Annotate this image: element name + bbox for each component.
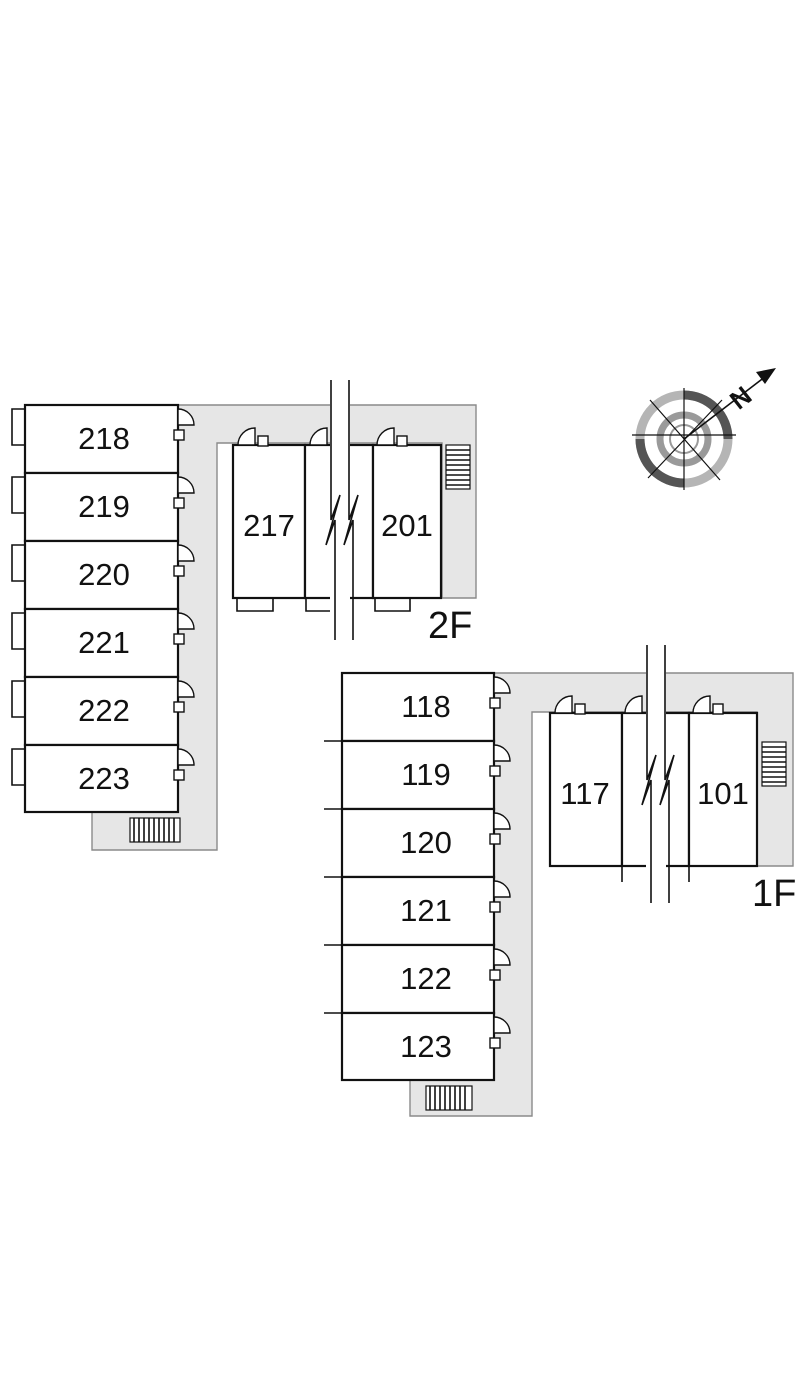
floor-label-2f: 2F (428, 605, 472, 647)
unit-label: 220 (78, 557, 130, 592)
unit-223[interactable]: 223 (23, 743, 180, 814)
stairs-1f-south (425, 1085, 473, 1111)
unit-label: 121 (400, 893, 452, 928)
floor-1f: 118 119 120 121 122 123 (324, 645, 796, 1117)
unit-120[interactable]: 120 (340, 807, 496, 879)
break-line-2f (325, 380, 359, 642)
break-line-1f (641, 645, 675, 903)
stairs-2f-east (445, 444, 471, 490)
balcony-marks-1f-row (621, 866, 690, 882)
unit-121[interactable]: 121 (340, 875, 496, 947)
north-arrow-compass-icon: N (632, 368, 776, 490)
unit-label: 123 (400, 1029, 452, 1064)
floor-2f: 218 219 220 221 222 223 (11, 380, 477, 851)
unit-label: 117 (560, 776, 609, 811)
door-icons-1f-row (554, 695, 724, 715)
unit-123[interactable]: 123 (340, 1011, 496, 1082)
floor-label-1f: 1F (752, 873, 796, 915)
unit-label: 221 (78, 625, 130, 660)
unit-label: 223 (78, 761, 130, 796)
unit-122[interactable]: 122 (340, 943, 496, 1015)
wall-ticks-1f (324, 740, 342, 1014)
unit-label: 101 (697, 776, 749, 811)
unit-221[interactable]: 221 (23, 607, 180, 679)
unit-201[interactable]: 201 (371, 443, 443, 600)
unit-118[interactable]: 118 (340, 671, 496, 743)
unit-label: 219 (78, 489, 130, 524)
unit-label: 217 (243, 508, 295, 543)
unit-label: 201 (381, 508, 433, 543)
stairs-1f-east (761, 741, 787, 787)
unit-101[interactable]: 101 (687, 711, 759, 868)
unit-119[interactable]: 119 (340, 739, 496, 811)
balcony-marks-2f-row (236, 598, 411, 612)
north-letter: N (724, 380, 757, 415)
door-icons-1f-stack (489, 676, 511, 1049)
unit-label: 122 (400, 961, 452, 996)
unit-label: 120 (400, 825, 452, 860)
unit-label: 218 (78, 421, 130, 456)
unit-222[interactable]: 222 (23, 675, 180, 747)
unit-217[interactable]: 217 (231, 443, 307, 600)
unit-label: 119 (401, 757, 450, 792)
door-icons-2f-stack (173, 408, 195, 781)
unit-219[interactable]: 219 (23, 471, 180, 543)
unit-117[interactable]: 117 (548, 711, 624, 868)
balcony-marks-2f (11, 408, 25, 786)
door-icons-2f-row (237, 427, 408, 447)
unit-label: 222 (78, 693, 130, 728)
unit-label: 118 (401, 689, 450, 724)
unit-218[interactable]: 218 (23, 403, 180, 475)
unit-220[interactable]: 220 (23, 539, 180, 611)
stairs-2f-south (129, 817, 181, 843)
